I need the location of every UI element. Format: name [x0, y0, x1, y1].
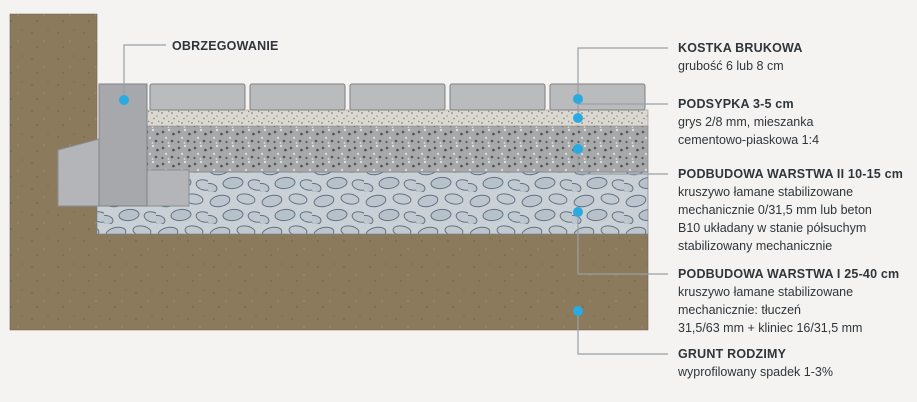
- label-kostka-brukowa: KOSTKA BRUKOWA grubość 6 lub 8 cm: [678, 39, 803, 75]
- marker-dots: [119, 94, 583, 316]
- paver-block: [349, 83, 446, 111]
- layer-podsypka: [146, 109, 649, 127]
- leader-line-obrzegowanie: [123, 44, 166, 96]
- label-kostka-line: grubość 6 lub 8 cm: [678, 59, 784, 73]
- label-obrzegowanie: OBRZEGOWANIE: [172, 37, 279, 55]
- curb-footing-right: [144, 169, 190, 207]
- leader-line-kostka: [577, 47, 668, 95]
- layer-kostka-brukowa: [149, 83, 646, 111]
- leader-line-grunt: [577, 311, 668, 355]
- label-podbudowa-1-line: kruszywo łamane stabilizowane: [678, 285, 854, 299]
- label-podbudowa-warstwa-2: PODBUDOWA WARSTWA II 10-15 cm kruszywo ł…: [678, 165, 903, 255]
- paver-block: [549, 83, 646, 111]
- label-obrzegowanie-title: OBRZEGOWANIE: [172, 39, 279, 53]
- paver-block: [249, 83, 346, 111]
- label-grunt-line: wyprofilowany spadek 1-3%: [678, 365, 833, 379]
- leader-line-podbudowa-2: [577, 149, 668, 175]
- label-podbudowa-2-line: B10 układany w stanie półsuchym: [678, 221, 867, 235]
- label-podsypka: PODSYPKA 3-5 cm grys 2/8 mm, mieszanka c…: [678, 95, 819, 149]
- label-podbudowa-1-line: mechanicznie: tłuczeń: [678, 303, 801, 317]
- marker-dot-podbudowa-2: [573, 144, 583, 154]
- label-grunt-rodzimy: GRUNT RODZIMY wyprofilowany spadek 1-3%: [678, 345, 833, 381]
- paver-block: [149, 83, 246, 111]
- label-podsypka-line: grys 2/8 mm, mieszanka: [678, 115, 814, 129]
- marker-dot-kostka: [573, 94, 583, 104]
- label-podbudowa-2-line: mechanicznie 0/31,5 mm lub beton: [678, 203, 872, 217]
- label-grunt-title: GRUNT RODZIMY: [678, 347, 787, 361]
- marker-dot-obrzegowanie: [119, 95, 129, 105]
- label-kostka-title: KOSTKA BRUKOWA: [678, 41, 803, 55]
- label-podbudowa-2-line: stabilizowany mechanicznie: [678, 239, 833, 253]
- leader-line-podbudowa-1: [577, 212, 668, 275]
- marker-dot-grunt: [573, 306, 583, 316]
- paver-block: [449, 83, 546, 111]
- label-podbudowa-1-title: PODBUDOWA WARSTWA I 25-40 cm: [678, 267, 900, 281]
- layer-podbudowa-warstwa-2: [146, 125, 649, 173]
- curb-footing-left: [57, 138, 100, 207]
- marker-dot-podbudowa-1: [573, 207, 583, 217]
- label-podbudowa-warstwa-1: PODBUDOWA WARSTWA I 25-40 cm kruszywo ła…: [678, 265, 899, 337]
- label-podbudowa-2-line: kruszywo łamane stabilizowane: [678, 185, 854, 199]
- label-podbudowa-2-title: PODBUDOWA WARSTWA II 10-15 cm: [678, 167, 904, 181]
- label-podbudowa-1-line: 31,5/63 mm + kliniec 16/31,5 mm: [678, 321, 863, 335]
- label-podsypka-title: PODSYPKA 3-5 cm: [678, 97, 794, 111]
- marker-dot-podsypka: [573, 113, 583, 123]
- label-podsypka-line: cementowo-piaskowa 1:4: [678, 133, 820, 147]
